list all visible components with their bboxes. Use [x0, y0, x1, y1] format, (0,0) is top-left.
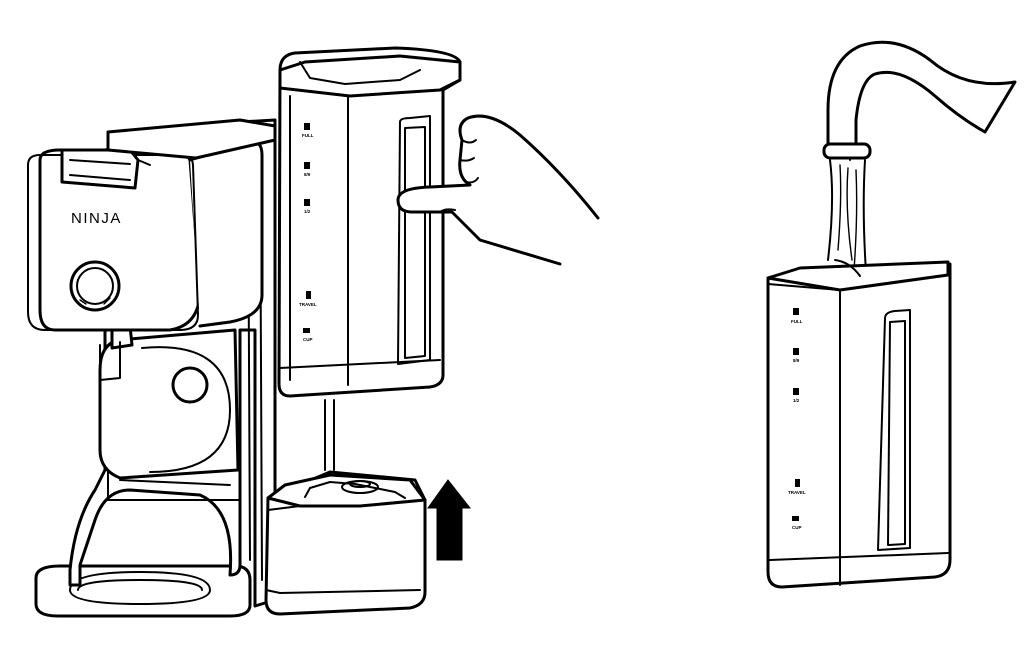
marking-1-2: 1/2 [304, 209, 311, 214]
marking-1-2-right: 1/2 [793, 398, 800, 403]
water-reservoir-left: FULL 8/9 1/2 TRAVEL CUP [277, 46, 462, 398]
marking-full-right: FULL [791, 319, 803, 324]
marking-8-9: 8/9 [304, 172, 311, 177]
water-reservoir-right: FULL 8/9 1/2 TRAVEL CUP [766, 259, 952, 589]
reservoir-dock [264, 470, 427, 616]
brand-logo: NINJA [71, 210, 122, 227]
marking-8-9-right: 8/9 [793, 358, 800, 363]
up-arrow-icon [427, 479, 472, 561]
coffee-maker: NINJA [27, 118, 472, 618]
marking-travel-right: TRAVEL [788, 490, 806, 495]
reservoir-markings: FULL 8/9 1/2 TRAVEL CUP [299, 123, 317, 342]
marking-cup: CUP [303, 337, 313, 342]
water-stream [827, 159, 867, 273]
reservoir-markings-right: FULL 8/9 1/2 TRAVEL CUP [788, 308, 806, 530]
marking-cup-right: CUP [792, 525, 802, 530]
marking-travel: TRAVEL [299, 302, 317, 307]
knob-icon [69, 260, 121, 312]
faucet-icon [822, 40, 1017, 161]
marking-full: FULL [302, 133, 314, 138]
hand-icon [396, 114, 600, 266]
